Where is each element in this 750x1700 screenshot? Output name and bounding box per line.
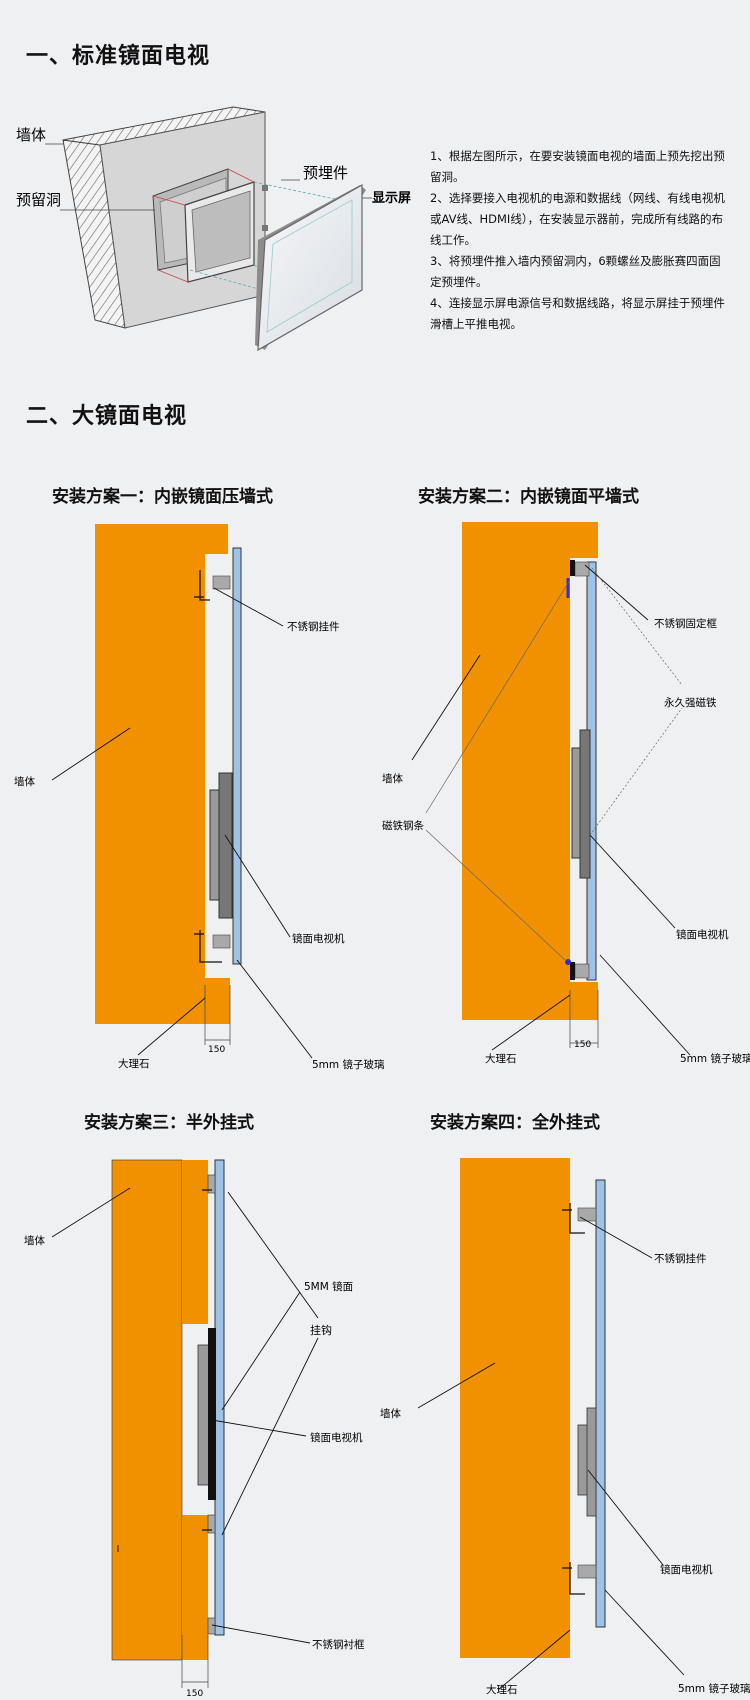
plan-1-title: 安装方案一：内嵌镜面压墙式 — [52, 487, 273, 507]
p1-marble: 大理石 — [118, 1057, 150, 1070]
plan-2-title: 安装方案二：内嵌镜面平墙式 — [418, 487, 639, 507]
step-1: 1、根据左图所示，在要安装镜面电视的墙面上预先挖出预留洞。 — [430, 149, 725, 184]
plan-2-diagram — [411, 522, 691, 1056]
p1-dim: 150 — [208, 1045, 225, 1055]
step-4: 4、连接显示屏电源信号和数据线路，将显示屏挂于预埋件滑槽上平推电视。 — [430, 296, 725, 331]
step-3: 3、将预埋件推入墙内预留洞内，6颗螺丝及膨胀赛四面固定预埋件。 — [430, 254, 721, 289]
p2-wall: 墙体 — [382, 772, 403, 785]
p3-mirror: 5MM 镜面 — [304, 1280, 353, 1293]
p3-wall: 墙体 — [24, 1234, 45, 1247]
plan-3-title: 安装方案三：半外挂式 — [84, 1113, 254, 1133]
p1-hanger: 不锈钢挂件 — [287, 620, 340, 633]
p2-tv: 镜面电视机 — [676, 928, 729, 941]
p4-tv: 镜面电视机 — [660, 1563, 713, 1576]
p2-magnet: 永久强磁铁 — [664, 696, 717, 709]
p4-wall: 墙体 — [380, 1407, 401, 1420]
section-2-title: 二、大镜面电视 — [26, 404, 188, 429]
plan-1-diagram — [51, 524, 313, 1059]
p3-tv: 镜面电视机 — [310, 1431, 363, 1444]
p4-hanger: 不锈钢挂件 — [654, 1252, 707, 1265]
install-steps: 1、根据左图所示，在要安装镜面电视的墙面上预先挖出预留洞。 2、选择要接入电视机… — [430, 146, 730, 335]
plan-4-title: 安装方案四：全外挂式 — [430, 1113, 600, 1133]
section-1-title: 一、标准镜面电视 — [26, 44, 211, 69]
label-embed: 预埋件 — [303, 164, 348, 182]
p2-marble: 大理石 — [485, 1052, 517, 1065]
p2-dim: 150 — [574, 1040, 591, 1050]
p3-dim: 150 — [186, 1689, 203, 1699]
plan-4-diagram — [417, 1158, 685, 1691]
plan-3-diagram — [51, 1159, 319, 1688]
p1-glass: 5mm 镜子玻璃 — [312, 1058, 384, 1071]
p2-frame: 不锈钢固定框 — [654, 617, 717, 630]
p4-marble: 大理石 — [486, 1683, 518, 1696]
p4-glass: 5mm 镜子玻璃 — [678, 1682, 750, 1695]
p2-glass: 5mm 镜子玻璃 — [680, 1052, 750, 1065]
p3-frame: 不锈钢衬框 — [312, 1638, 365, 1651]
p3-hook: 挂钩 — [310, 1323, 332, 1337]
label-wall: 墙体 — [16, 126, 46, 144]
p2-strip: 磁铁钢条 — [382, 819, 424, 832]
p1-wall: 墙体 — [14, 775, 35, 788]
step-2: 2、选择要接入电视机的电源和数据线（网线、有线电视机或AV线、HDMI线），在安… — [430, 191, 725, 247]
standard-tv-illustration — [45, 106, 372, 352]
label-screen: 显示屏 — [372, 191, 411, 206]
label-hole: 预留洞 — [16, 191, 61, 209]
p1-tv: 镜面电视机 — [292, 932, 345, 945]
